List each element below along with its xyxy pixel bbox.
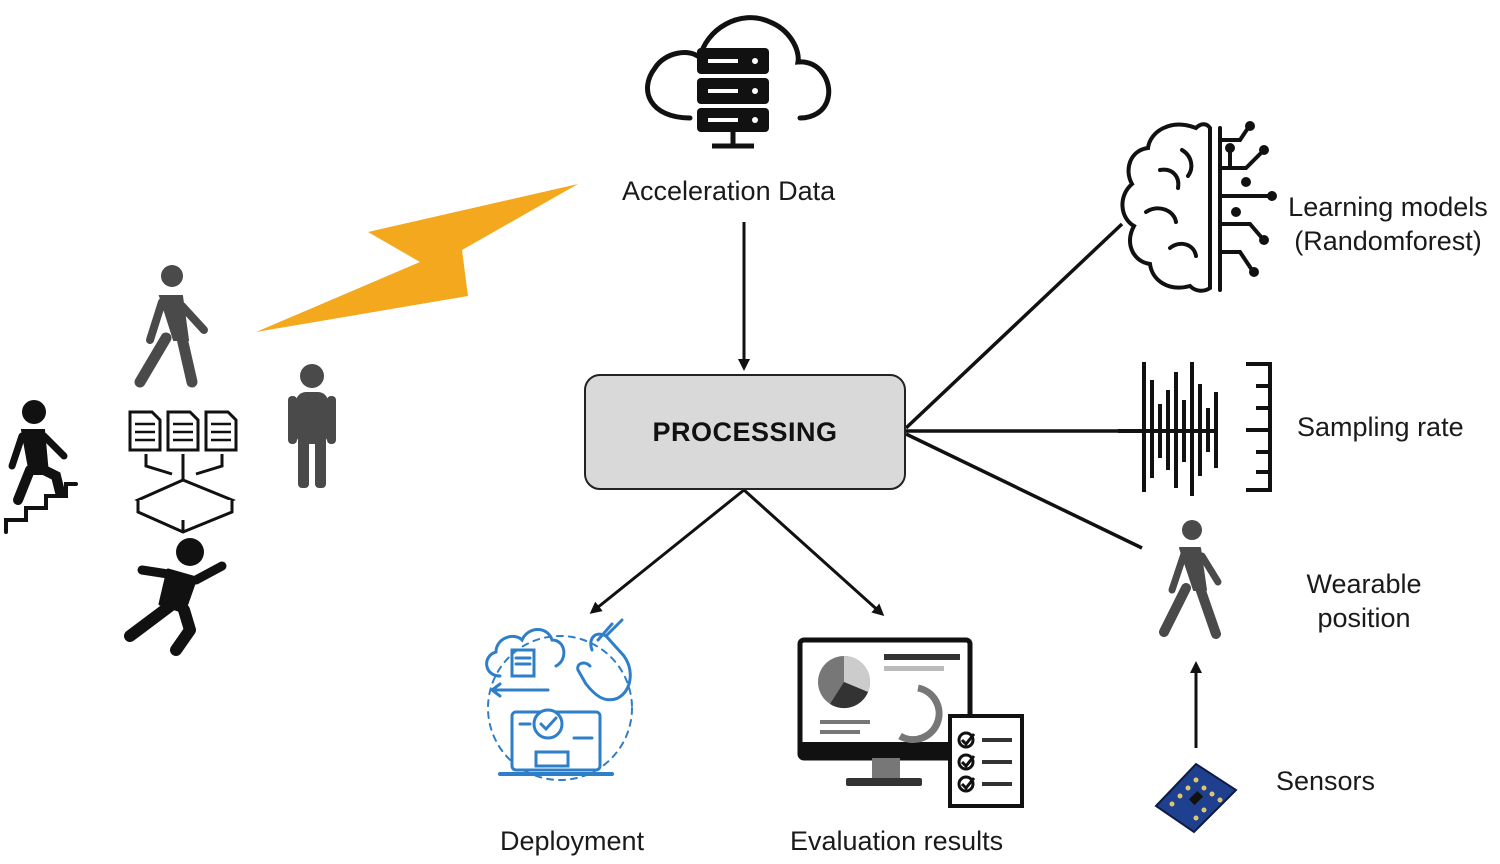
sensor-board-icon [1154,762,1238,834]
brain-circuit-icon [1120,122,1272,293]
walking-person-icon [1159,520,1222,639]
brain-circuit-nodes [1225,121,1277,277]
deployment-label: Deployment [500,826,645,856]
learning-models-label: Learning models (Randomforest) [1278,190,1498,258]
wearable-position-line2: position [1317,603,1411,633]
stairs-climbing-icon [4,400,78,534]
processing-label: PROCESSING [652,416,838,447]
evaluation-monitor-icon [797,637,1024,808]
arrow-processing-to-deployment [589,488,745,614]
lightning-bolt-icon [256,184,578,332]
learning-models-line2: (Randomforest) [1294,226,1482,256]
cloud-server-icon [645,15,832,149]
evaluation-results-label: Evaluation results [790,826,1004,856]
wearable-position-line1: Wearable [1306,569,1422,599]
sampling-rate-label: Sampling rate [1297,412,1464,442]
sensors-label: Sensors [1276,766,1376,796]
connector-wearable-position [905,432,1143,550]
deployment-icon [485,618,633,781]
standing-person-icon [288,364,336,488]
wearable-position-label: Wearable position [1280,567,1448,635]
connector-learning-models [904,222,1124,430]
walking-person-top-icon [134,265,208,388]
documents-to-database-icon [128,410,238,534]
processing-box: PROCESSING [584,374,906,490]
acceleration-data-label: Acceleration Data [622,176,836,206]
waveform-icon [1118,362,1218,496]
running-person-icon [124,538,227,656]
ruler-icon [1246,362,1272,492]
learning-models-line1: Learning models [1288,192,1488,222]
arrow-processing-to-evaluation [742,488,885,617]
